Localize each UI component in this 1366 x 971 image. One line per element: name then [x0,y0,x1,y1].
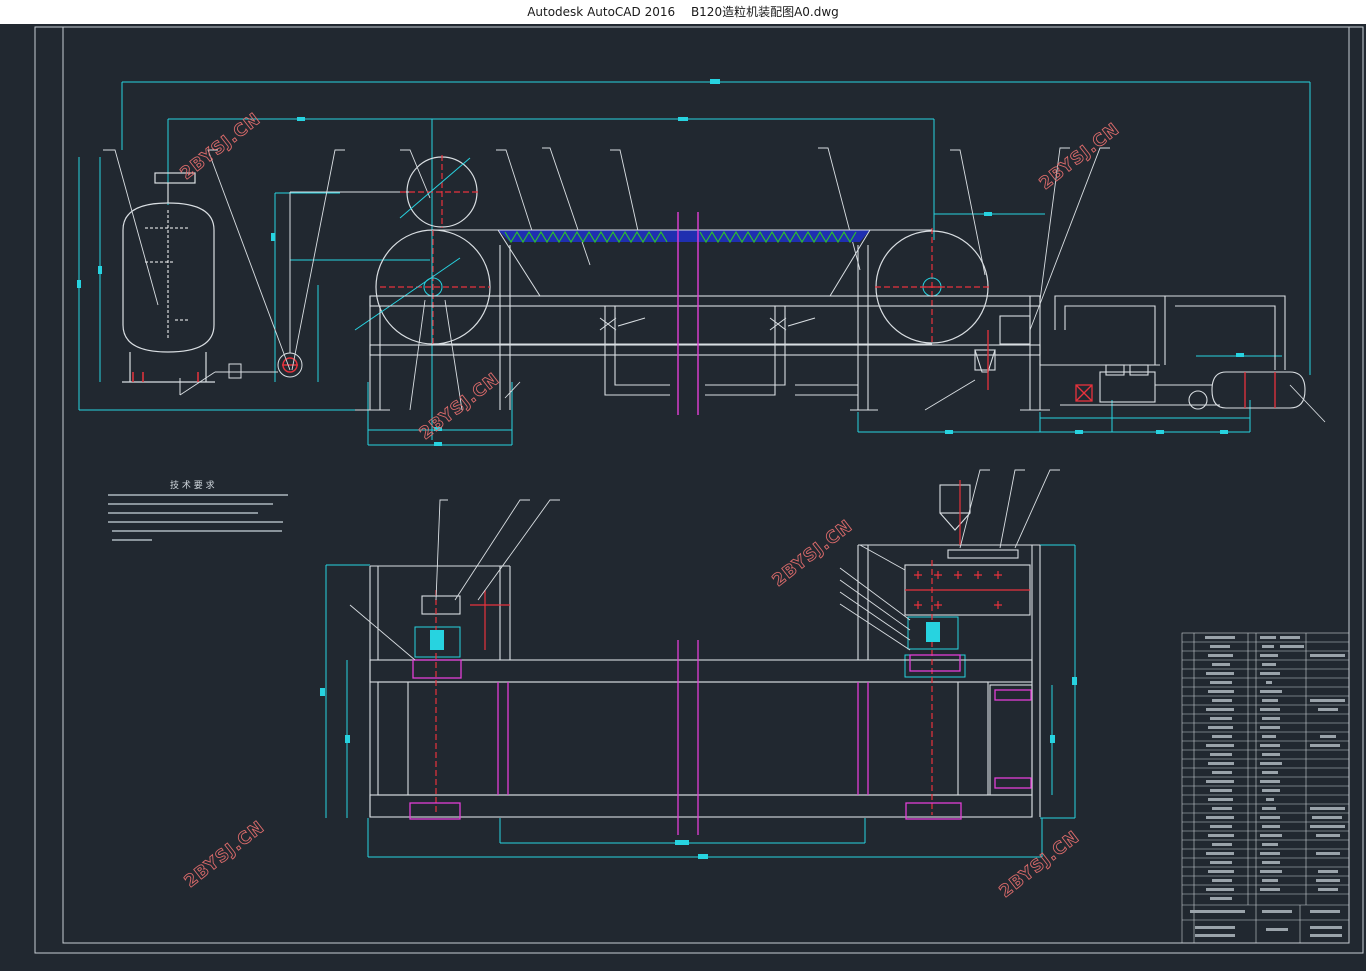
cad-drawing: 技 术 要 求 [34,26,1364,954]
watermark-1: 2BYSJ.CN [177,109,265,184]
elevation-view [77,79,1326,446]
bom-text [1190,636,1345,937]
watermark-6: 2BYSJ.CN [996,827,1084,902]
watermark-2: 2BYSJ.CN [1036,119,1124,194]
machine-frame [355,245,1050,411]
pipe-network [974,295,1306,410]
technical-notes: 技 术 要 求 [108,479,288,541]
window-title-bar: Autodesk AutoCAD 2016 B120造粒机装配图A0.dwg [0,0,1366,24]
file-name: B120造粒机装配图A0.dwg [690,5,839,19]
title-block [1181,632,1350,944]
notes-title: 技 术 要 求 [170,479,215,491]
inner-frame [62,26,1350,944]
watermark-3: 2BYSJ.CN [416,369,504,444]
app-name: Autodesk AutoCAD 2016 [527,5,676,19]
outer-frame [34,26,1364,954]
feed-pump [179,191,410,395]
plan-frame [369,484,1041,818]
drive-drum [375,156,989,345]
conveyor-belt [433,229,932,345]
watermark-5: 2BYSJ.CN [181,817,269,892]
watermark-4: 2BYSJ.CN [769,516,857,591]
plan-view [320,469,1077,859]
drawing-canvas[interactable]: 技 术 要 求 [0,24,1366,971]
watermarks: 2BYSJ.CN 2BYSJ.CN 2BYSJ.CN 2BYSJ.CN 2BYS… [176,109,1124,903]
